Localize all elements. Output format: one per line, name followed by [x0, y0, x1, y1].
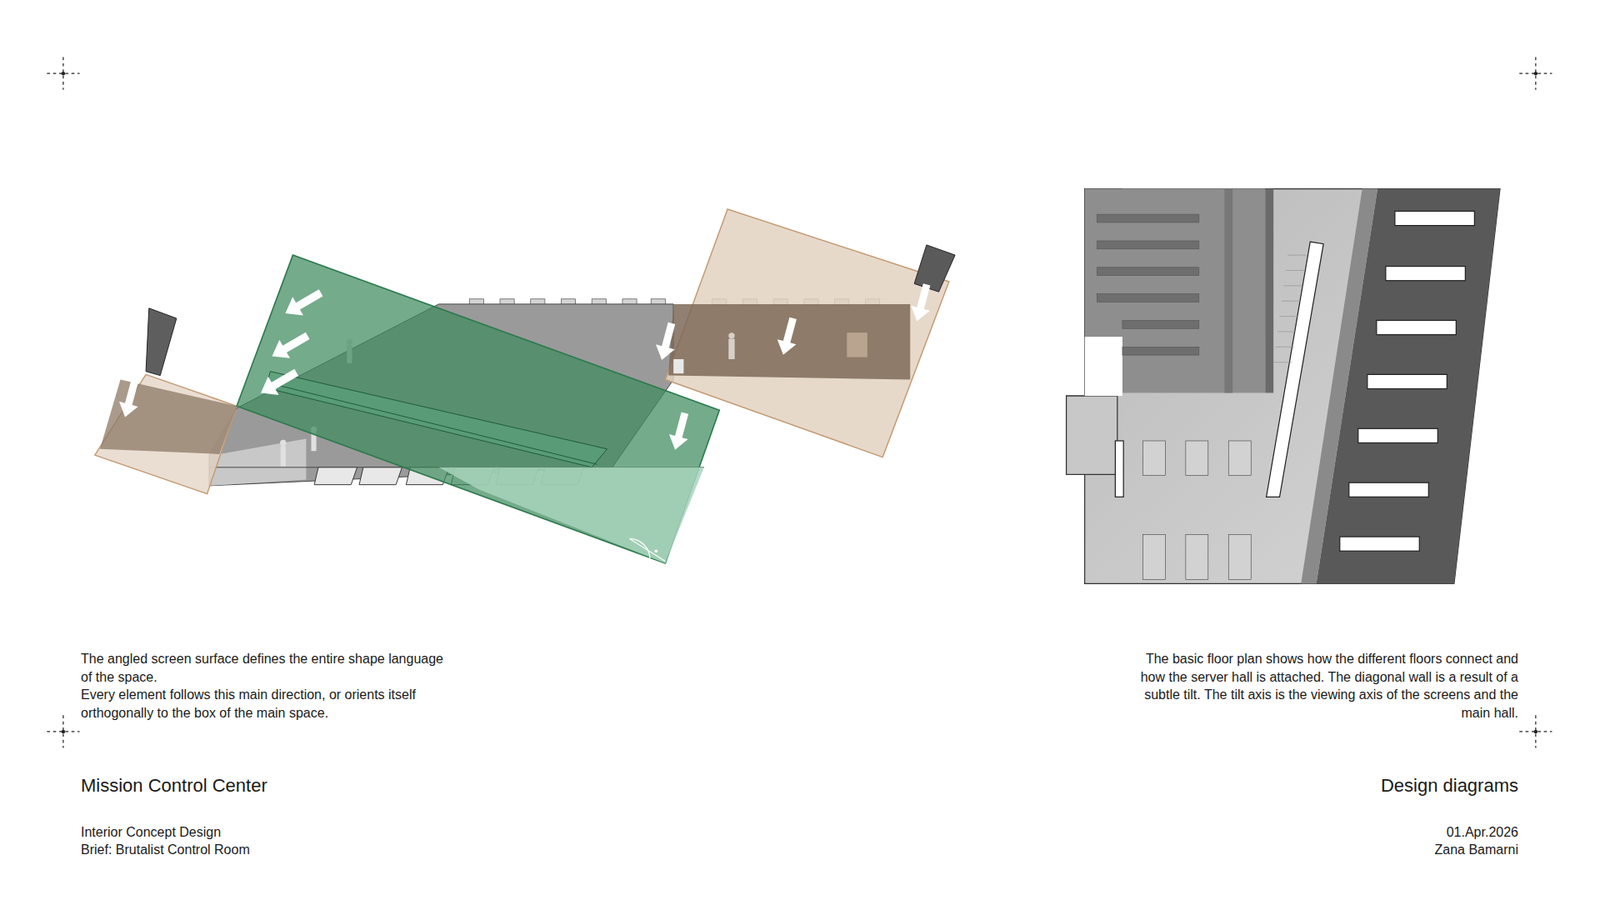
floor-plan — [1066, 189, 1500, 585]
caption-text: Every element follows this main directio… — [80, 685, 465, 722]
crop-mark — [46, 57, 80, 90]
author-name: Zana Bamarni — [1185, 840, 1519, 860]
subtitle: Interior Concept Design — [80, 823, 415, 842]
crop-mark — [46, 715, 80, 748]
page-title: Mission Control Center — [80, 774, 268, 798]
axonometric-diagram — [95, 209, 955, 564]
sheet-title: Design diagrams — [1185, 774, 1519, 798]
date-text: 01.Apr.2026 — [1185, 823, 1519, 842]
crop-mark — [1519, 715, 1552, 748]
caption-text: The angled screen surface defines the en… — [80, 650, 448, 686]
caption-text: The basic floor plan shows how the diffe… — [1118, 650, 1519, 722]
crop-mark — [1519, 57, 1552, 90]
brief-text: Brief: Brutalist Control Room — [80, 840, 415, 860]
